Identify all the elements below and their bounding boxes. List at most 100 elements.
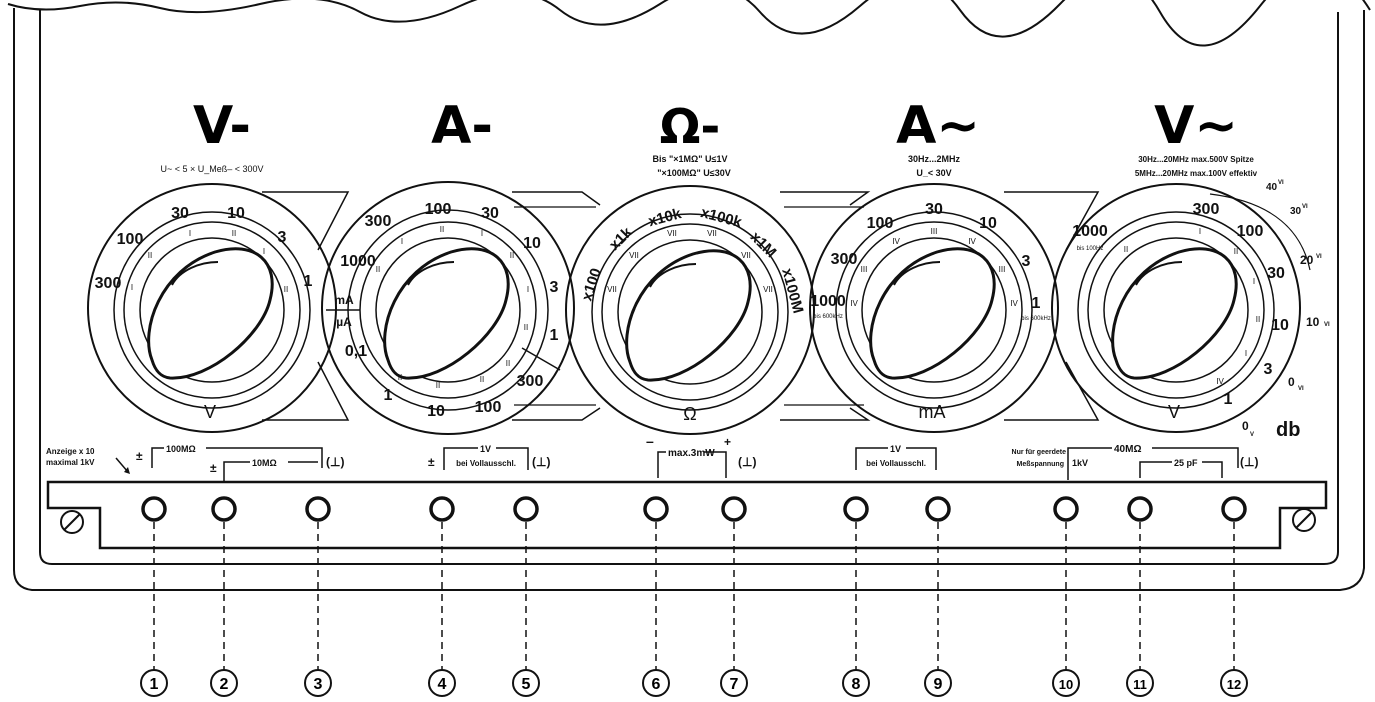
range-roman: II xyxy=(284,285,288,294)
dial-bridge xyxy=(780,191,871,421)
dial-symbol: A~ xyxy=(896,96,980,156)
range-roman: VII xyxy=(707,229,717,238)
ground-label: (⊥) xyxy=(326,455,344,469)
range-label: 300 xyxy=(517,373,544,390)
range-roman: II xyxy=(1234,247,1238,256)
range-roman: VII xyxy=(741,251,751,260)
dial-ac-current: A~ 30Hz...2MHz U_< 30V 300 100 30 10 3 1… xyxy=(809,96,1059,433)
callout-number: 3 xyxy=(314,676,323,693)
terminal-group-labels: Anzeige x 10 maximal 1kV ± 100MΩ ± 10MΩ … xyxy=(46,433,1258,482)
range-roman: VII xyxy=(629,251,639,260)
selector-knob[interactable] xyxy=(869,247,996,380)
dial-subtitle: 5MHz...20MHz max.100V effektiv xyxy=(1135,169,1258,178)
range-label: 1 xyxy=(304,273,313,290)
plus-label: + xyxy=(724,435,731,449)
selector-knob[interactable] xyxy=(625,249,752,382)
r10-label: 10MΩ xyxy=(252,458,277,468)
ground-label: (⊥) xyxy=(532,455,550,469)
range-label: 1 xyxy=(1224,391,1233,408)
selector-knob[interactable] xyxy=(383,247,510,380)
range-roman: I xyxy=(1245,349,1247,358)
range-roman: VII xyxy=(607,285,617,294)
range-label: 300 xyxy=(1193,201,1220,218)
range-label: 30 xyxy=(1267,265,1285,282)
range-roman: II xyxy=(480,375,484,384)
range-roman: II xyxy=(440,225,444,234)
inner-frame xyxy=(39,10,1339,565)
terminal-socket-5[interactable] xyxy=(513,496,539,522)
terminal-socket-11[interactable] xyxy=(1127,496,1153,522)
range-label: 10 xyxy=(1271,317,1289,334)
range-label: 1000 xyxy=(1072,223,1108,240)
range-label: 10 xyxy=(979,215,997,232)
unit-ua: µA xyxy=(336,315,352,329)
db-sub: VI xyxy=(1316,254,1322,260)
dial-subtitle: "×100MΩ" U≤30V xyxy=(657,168,730,178)
range-roman: II xyxy=(1124,245,1128,254)
db-sub: V xyxy=(1250,432,1254,438)
range-roman: VII xyxy=(667,229,677,238)
v1-label: 1V xyxy=(480,444,491,454)
range-label: 3 xyxy=(278,229,287,246)
range-roman: I xyxy=(527,285,529,294)
callout-number: 1 xyxy=(150,676,159,693)
range-label: 3 xyxy=(1022,253,1031,270)
range-label: 1 xyxy=(384,387,393,404)
db-sub: VI xyxy=(1324,322,1330,328)
dial-unit: V xyxy=(1168,402,1180,422)
range-label: x1k xyxy=(606,223,636,253)
callout-circle xyxy=(304,669,332,697)
terminal-socket-9[interactable] xyxy=(925,496,951,522)
dial-subtitle: 30Hz...2MHz xyxy=(908,154,961,164)
terminal-socket-6[interactable] xyxy=(643,496,669,522)
callout-circle xyxy=(1052,669,1080,697)
range-roman: VII xyxy=(763,285,773,294)
terminal-socket-4[interactable] xyxy=(429,496,455,522)
range-note: bis 100Hz xyxy=(1077,246,1104,252)
range-label: 100 xyxy=(1237,223,1264,240)
callout-circle xyxy=(140,669,168,697)
selector-knob[interactable] xyxy=(147,247,274,380)
range-label: x1M xyxy=(747,228,780,261)
dial-symbol: A- xyxy=(431,96,493,156)
range-note: bis 600kHz xyxy=(1021,316,1051,322)
callout-circle xyxy=(842,669,870,697)
range-label: 0,1 xyxy=(345,343,367,360)
terminal-socket-2[interactable] xyxy=(211,496,237,522)
unit-ma: mA xyxy=(334,293,354,307)
callout-number: 9 xyxy=(934,676,943,693)
range-label: 10 xyxy=(523,235,541,252)
callout-number: 11 xyxy=(1133,677,1147,692)
terminal-socket-1[interactable] xyxy=(141,496,167,522)
v1-label: 1V xyxy=(890,444,901,454)
callout-circle xyxy=(512,669,540,697)
db-sub: VI xyxy=(1298,386,1304,392)
range-roman: III xyxy=(931,227,938,236)
range-roman: I xyxy=(481,229,483,238)
range-note: bis 600kHz xyxy=(813,314,843,320)
r100-label: 100MΩ xyxy=(166,444,196,454)
callout-circle xyxy=(642,669,670,697)
db-unit: db xyxy=(1276,419,1300,441)
mounting-screw-right xyxy=(1292,508,1316,532)
terminal-socket-3[interactable] xyxy=(305,496,331,522)
range-roman: III xyxy=(999,265,1006,274)
plus-minus-1: ± xyxy=(136,449,143,463)
callout-number: 7 xyxy=(730,676,739,693)
terminal-socket-7[interactable] xyxy=(721,496,747,522)
minus-label: – xyxy=(646,433,654,449)
range-roman: II xyxy=(1256,315,1260,324)
range-roman: II xyxy=(398,373,402,382)
terminal-socket-10[interactable] xyxy=(1053,496,1079,522)
terminal-socket-12[interactable] xyxy=(1221,496,1247,522)
range-label: x100 xyxy=(578,266,604,303)
range-label: 30 xyxy=(925,201,943,218)
range-roman: IV xyxy=(892,237,900,246)
vollausschl-label: bei Vollausschl. xyxy=(866,459,926,468)
selector-knob[interactable] xyxy=(1111,247,1238,380)
dial-dc-current: A- 300 100 30 10 3 1 300 100 10 1 0,1 10… xyxy=(321,96,575,435)
db-scale: 40 VI 30 VI 20 VI 10 VI 0 VI 0 V db xyxy=(1242,180,1330,441)
callout-number: 4 xyxy=(438,676,447,693)
terminal-socket-8[interactable] xyxy=(843,496,869,522)
